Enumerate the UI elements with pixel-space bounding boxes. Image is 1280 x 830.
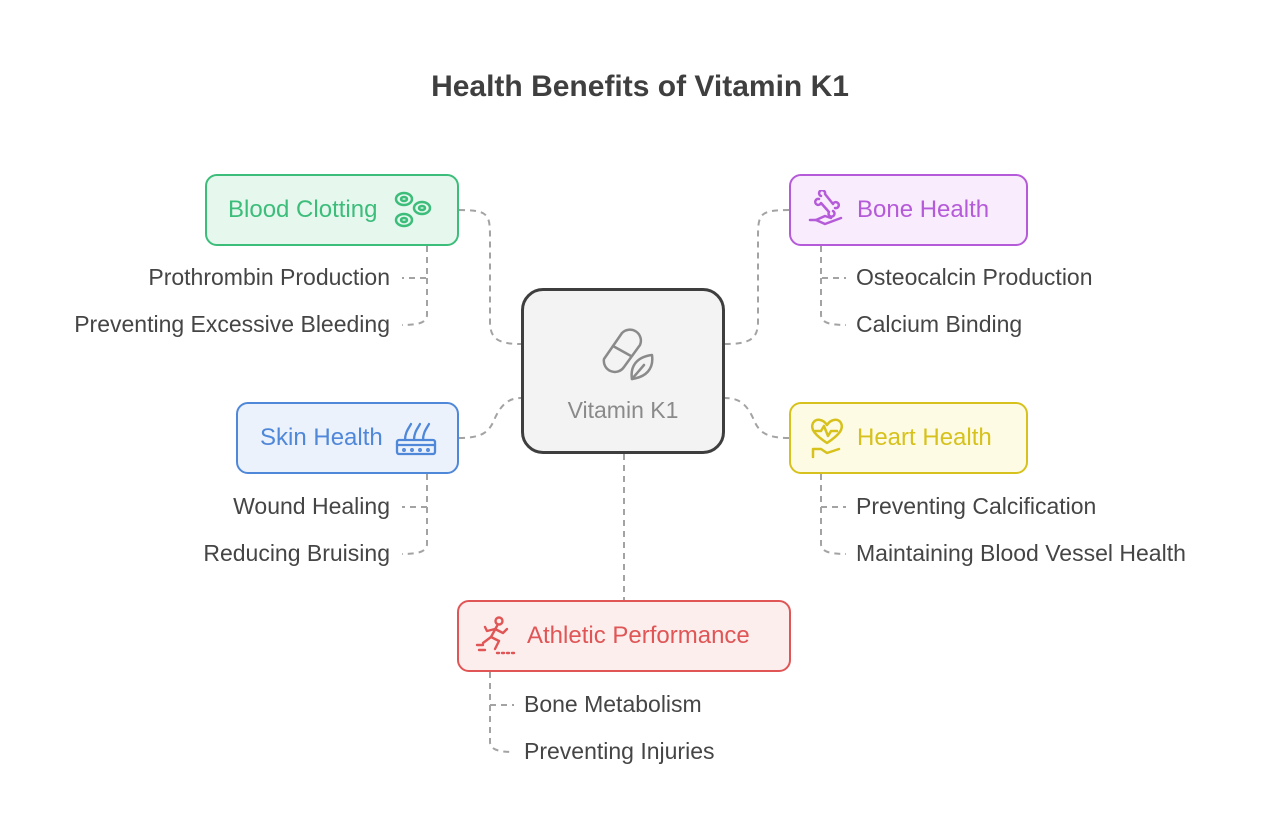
leaf-wound-healing: Wound Healing: [233, 493, 390, 519]
heart-health-label: Heart Health: [857, 424, 992, 451]
diagram-title: Health Benefits of Vitamin K1: [431, 70, 849, 103]
heart-pulse-hand-icon: [810, 418, 844, 459]
node-heart-health: Heart Health: [789, 402, 1028, 474]
runner-icon: [475, 616, 517, 655]
leaf-calcium-binding: Calcium Binding: [856, 311, 1023, 337]
node-bone-health: Bone Health: [789, 174, 1028, 246]
node-athletic-performance: Athletic Performance: [457, 600, 791, 672]
leaf-bone-metabolism: Bone Metabolism: [524, 691, 702, 717]
skin-layers-icon: [395, 422, 436, 456]
node-skin-health: Skin Health: [236, 402, 459, 474]
node-blood-clotting: Blood Clotting: [205, 174, 459, 246]
center-label: Vitamin K1: [567, 397, 679, 423]
blood-clotting-label: Blood Clotting: [228, 196, 378, 223]
leaf-prothrombin-production: Prothrombin Production: [148, 264, 390, 290]
leaf-preventing-injuries: Preventing Injuries: [524, 738, 715, 764]
leaf-preventing-calcification: Preventing Calcification: [856, 493, 1097, 519]
leaf-reducing-bruising: Reducing Bruising: [203, 540, 390, 566]
hand-bone-icon: [808, 190, 843, 226]
center-node: Vitamin K1: [521, 288, 725, 454]
skin-health-label: Skin Health: [260, 424, 383, 451]
leaf-osteocalcin-production: Osteocalcin Production: [856, 264, 1093, 290]
athletic-performance-label: Athletic Performance: [527, 622, 750, 649]
pill-leaf-icon: [602, 328, 654, 381]
leaf-maintaining-blood-vessel-health: Maintaining Blood Vessel Health: [856, 540, 1186, 566]
leaf-preventing-excessive-bleeding: Preventing Excessive Bleeding: [74, 311, 390, 337]
blood-cells-icon: [395, 191, 432, 228]
bone-health-label: Bone Health: [857, 196, 990, 223]
